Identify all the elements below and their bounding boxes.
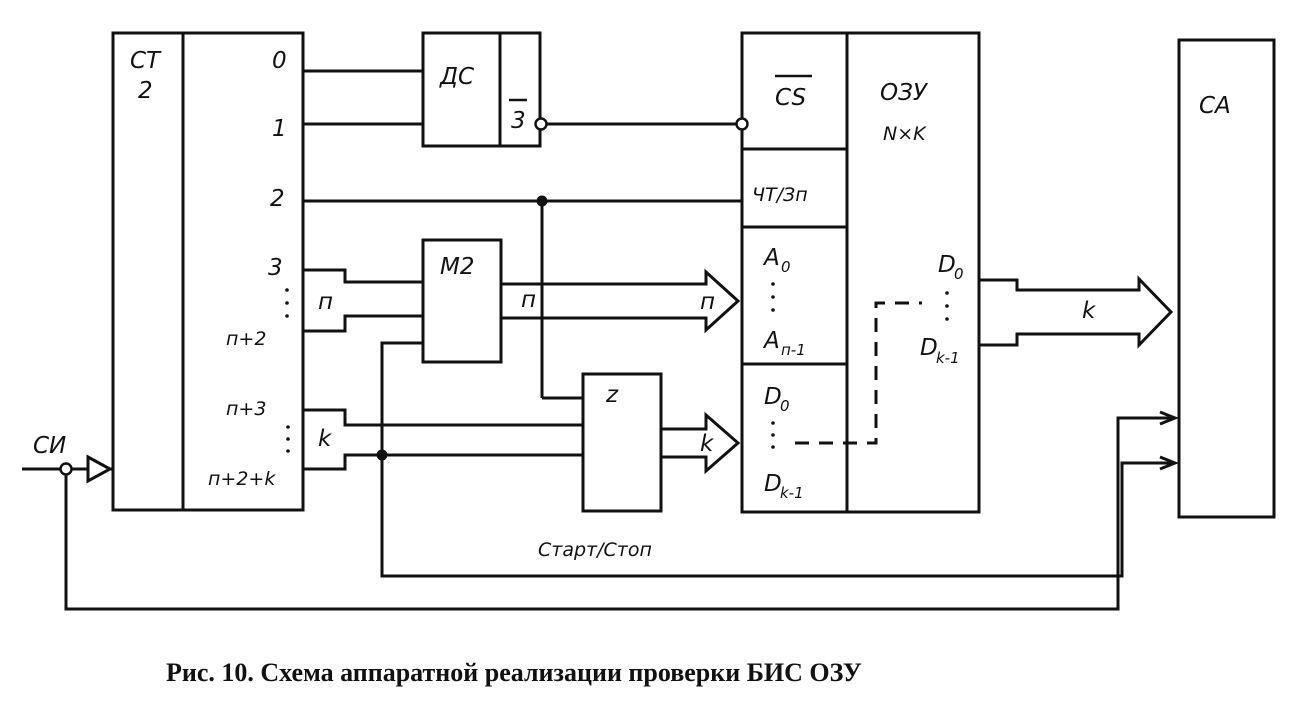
ram-din-last-sub: k-1	[780, 484, 804, 502]
bus-k-label-left: k	[318, 426, 333, 452]
bus-n-label-arrow: п	[700, 289, 715, 315]
decoder-block: ДС 3	[421, 31, 542, 148]
start-stop-label: Старт/Стоп	[538, 539, 652, 561]
ram-cs-label: CS	[775, 85, 806, 111]
counter-output-0: 0	[272, 48, 287, 74]
decoder-title: ДС	[439, 64, 474, 90]
z-block-title: z	[605, 382, 619, 408]
figure-caption: Рис. 10. Схема аппаратной реализации про…	[166, 658, 862, 687]
counter-output-n2k: п+2+k	[208, 468, 276, 490]
xor-title: М2	[440, 254, 474, 280]
ram-addr-last: A	[762, 328, 780, 354]
ram-dout-first: D	[938, 252, 956, 278]
xor-block: М2	[421, 238, 503, 364]
counter-base: 2	[138, 78, 153, 104]
z-block: z	[581, 372, 663, 513]
counter-output-2: 2	[270, 186, 285, 212]
ram-size: N×K	[883, 123, 927, 145]
ram-dout-first-sub: 0	[954, 265, 964, 283]
counter-output-n2: п+2	[226, 328, 266, 350]
counter-title: СТ	[130, 48, 162, 74]
ram-title: ОЗУ	[880, 80, 929, 106]
bus-n-label-mid: п	[521, 287, 536, 313]
ram-addr-last-sub: п-1	[781, 341, 806, 359]
ram-din-first: D	[764, 384, 782, 410]
counter-output-1: 1	[272, 116, 287, 142]
ram-addr-first: A	[762, 245, 780, 271]
ram-din-last: D	[764, 471, 782, 497]
counter-output-n3: п+3	[226, 398, 266, 420]
clock-label: СИ	[33, 433, 66, 459]
ram-din-first-sub: 0	[780, 397, 790, 415]
bus-k-label-right: k	[1082, 298, 1097, 324]
counter-block: СТ 2 0 1 2 3 п+2 п+3 п+2+k	[111, 31, 305, 512]
ram-dout-last: D	[920, 335, 938, 361]
analyzer-block: СА	[1177, 38, 1276, 519]
ram-rw-label: ЧТ/Зп	[752, 184, 808, 206]
wires: п п п k k Старт/Стоп СИ k	[22, 69, 1180, 611]
bus-k-label-arrow: k	[700, 431, 715, 457]
analyzer-title: СА	[1199, 93, 1231, 119]
ram-dout-last-sub: k-1	[936, 349, 960, 367]
ram-block: CS ЧТ/Зп ОЗУ N×K A 0 A п-1 D 0 D k-1 D 0…	[740, 31, 981, 514]
counter-output-3: 3	[268, 255, 283, 281]
ram-addr-first-sub: 0	[781, 258, 791, 276]
decoder-enable-label: 3	[511, 108, 526, 134]
bus-n-label-left: п	[318, 289, 333, 315]
